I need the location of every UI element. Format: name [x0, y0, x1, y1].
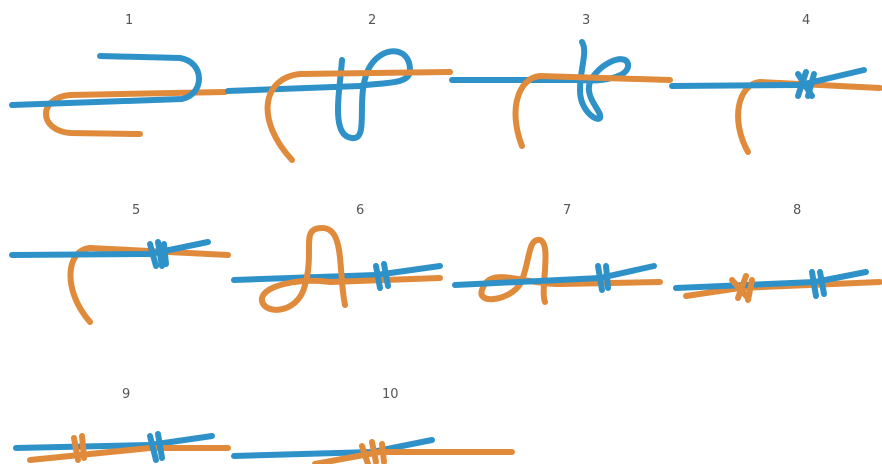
step-10-knot — [359, 439, 387, 464]
step-7-knot — [595, 263, 611, 293]
step-4-panel: 4 — [669, 13, 882, 155]
step-4-knot — [795, 69, 817, 99]
step-4-number: 4 — [802, 13, 810, 28]
step-5-knot — [147, 239, 169, 269]
step-1-orange-line — [43, 89, 228, 137]
step-6-number: 6 — [356, 203, 364, 218]
step-10-number: 10 — [382, 387, 399, 402]
step-5-number: 5 — [132, 203, 140, 218]
step-7-number: 7 — [563, 203, 571, 218]
step-8-orange-knot — [729, 273, 755, 303]
step-1-blue-line — [9, 53, 202, 108]
step-6-panel: 6 — [231, 203, 443, 313]
step-6-orange-line — [259, 225, 443, 313]
step-6-knot — [373, 261, 391, 291]
step-3-orange-line — [512, 73, 673, 149]
step-10-panel: 10 — [231, 387, 515, 464]
step-7-panel: 7 — [452, 203, 663, 305]
step-3-panel: 3 — [449, 13, 673, 149]
step-7-orange-line — [478, 237, 663, 305]
step-5-orange-line — [67, 245, 231, 325]
step-8-blue-knot — [809, 269, 827, 299]
step-9-number: 9 — [122, 387, 130, 402]
step-1-panel: 1 — [9, 13, 228, 137]
step-3-number: 3 — [582, 13, 590, 28]
step-2-orange-line — [264, 69, 453, 163]
step-4-orange-line — [735, 79, 882, 155]
step-1-number: 1 — [125, 13, 133, 28]
step-3-blue-line — [449, 39, 631, 122]
step-9-panel: 9 — [13, 387, 231, 463]
step-9-blue-knot — [147, 431, 165, 463]
step-2-blue-line — [225, 48, 413, 141]
step-8-panel: 8 — [673, 203, 882, 303]
step-8-number: 8 — [793, 203, 801, 218]
step-9-orange-knot — [71, 433, 87, 463]
step-5-panel: 5 — [9, 203, 231, 325]
step-2-panel: 2 — [225, 13, 453, 163]
step-2-number: 2 — [368, 13, 376, 28]
